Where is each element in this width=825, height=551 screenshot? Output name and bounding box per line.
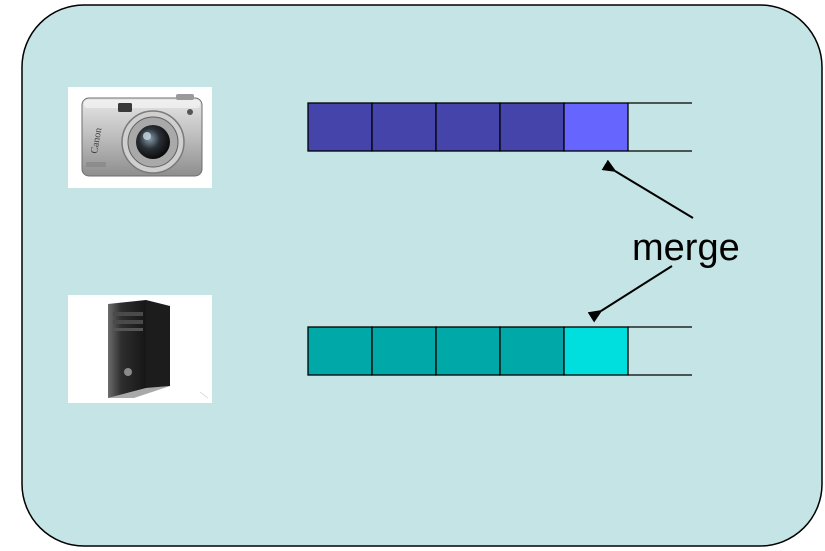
queue-block-new xyxy=(563,326,629,376)
queue-block xyxy=(435,326,501,376)
desktop-computer-icon xyxy=(68,295,212,403)
queue-block xyxy=(371,326,437,376)
merge-arrow-down xyxy=(587,265,673,323)
queue-block xyxy=(307,326,373,376)
queue-block xyxy=(499,102,565,152)
digital-camera-icon: Canon xyxy=(68,87,212,188)
merge-label: merge xyxy=(632,227,740,269)
queue-block xyxy=(307,102,373,152)
queue-block xyxy=(499,326,565,376)
camera-brand-text: Canon xyxy=(89,127,104,155)
queue-block-new xyxy=(563,102,629,152)
background-panel xyxy=(21,4,823,547)
queue-block xyxy=(371,102,437,152)
merge-arrow-up xyxy=(601,159,694,219)
computer-event-queue xyxy=(307,326,692,376)
queue-block xyxy=(435,102,501,152)
camera-event-queue xyxy=(307,102,692,152)
